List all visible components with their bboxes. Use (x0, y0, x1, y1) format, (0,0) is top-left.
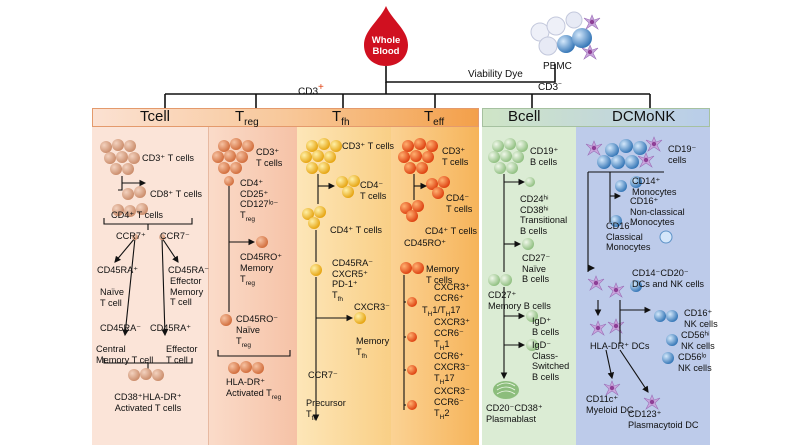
dcmonk-cd14neg-label: CD14⁻CD20⁻ DCs and NK cells (632, 268, 704, 289)
tcell-ccr7pos-label: CCR7⁺ (116, 231, 146, 241)
treg-phenotype-label: CD4⁺ CD25⁺ CD127ˡᵒ⁻ (240, 178, 279, 209)
dcmonk-cd16pos-label: CD16⁺ Non-classical Monocytes (630, 196, 685, 227)
tcell-cd3-cluster (100, 139, 140, 175)
treg-panel (209, 127, 297, 445)
tcell-central-marker: CD45RA⁻ (100, 323, 142, 333)
tcell-effmem-marker: CD45RA⁻ (168, 265, 210, 275)
tcell-central-name: Central Memory T cell (96, 344, 154, 365)
dcmonk-cd56hi-label: CD56ʰⁱ NK cells (681, 330, 715, 351)
header-tcell: Tcell (140, 108, 171, 125)
teff-cd4pos-label: CD4⁺ T cells (425, 226, 477, 236)
tfh-cd3-label: CD3⁺ T cells (342, 141, 394, 151)
tfh-ccr7-label: CCR7⁻ (308, 370, 338, 380)
tcell-effector-name: Effector T cell (166, 344, 198, 365)
teff-cd4neg-label: CD4⁻ T cells (446, 193, 473, 214)
teff-th1-17-markers: CXCR3⁺ CCR6⁺ (434, 282, 470, 303)
bcell-transitional-label: CD24ʰⁱ CD38ʰⁱ Transitional B cells (520, 194, 568, 236)
tcell-naive-marker: CD45RA⁺ (97, 265, 139, 275)
bcell-igd-neg-label: IgD⁻ Class- Switched B cells (532, 340, 570, 382)
tfh-memory-label: Memory (356, 336, 390, 346)
teff-th2-markers: CXCR3⁻ CCR6⁻ (434, 386, 470, 407)
pbmc-cells (530, 11, 601, 60)
bcell-memory-label: CD27⁺ Memory B cells (488, 290, 551, 311)
treg-phenotype-name: Treg (240, 210, 256, 223)
header-treg: Treg (235, 108, 259, 128)
teff-th17-name: TH17 (434, 373, 455, 386)
teff-th17-markers: CCR6⁺ CXCR3⁻ (434, 351, 470, 372)
tfh-phenotype-label: CD45RA⁻ CXCR5⁺ PD-1⁺ (332, 258, 374, 289)
dcmonk-cd16nk-label: CD16⁺ NK cells (684, 308, 718, 329)
treg-memory-label: CD45RO⁺ Memory (240, 252, 283, 273)
tfh-cd4pos-label: CD4⁺ T cells (330, 225, 382, 235)
header-bcell: Bcell (508, 108, 541, 125)
dcmonk-plasmacytoid-label: CD123⁺ Plasmacytoid DC (628, 409, 699, 430)
teff-th1-name: TH1 (434, 339, 450, 352)
tfh-precursor-label: Precursor (306, 398, 346, 408)
tfh-cxcr3-label: CXCR3⁻ (354, 302, 390, 312)
tcell-activated-label: CD38⁺HLA-DR⁺ Activated T cells (114, 392, 182, 413)
teff-cd3-label: CD3⁺ T cells (442, 146, 469, 167)
teff-th1-17-name: TH1/TH17 (422, 305, 461, 318)
tcell-cd3-label: CD3⁺ T cells (142, 153, 194, 163)
header-tfh: Tfh (332, 108, 350, 128)
dcmonk-cd19neg-label: CD19⁻ cells (668, 144, 697, 165)
dcmonk-cd56lo-label: CD56ˡᵒ NK cells (678, 352, 712, 373)
teff-th2-name: TH2 (434, 408, 450, 421)
dcmonk-cd16neg-label: CD16⁻ Classical Monocytes (606, 221, 651, 252)
tcell-effector-marker: CD45RA⁺ (150, 323, 192, 333)
header-dcmonk: DCMoNK (612, 108, 676, 125)
dcmonk-mixed-cluster (585, 136, 663, 169)
tfh-cd4neg-label: CD4⁻ T cells (360, 180, 387, 201)
bcell-igd-pos-label: IgD⁺ B cells (532, 316, 560, 337)
viability-dye-label: Viability Dye (468, 69, 523, 80)
bcell-naive-label: CD27⁻ Naïve B cells (522, 253, 551, 284)
tfh-memory-name: Tfh (356, 347, 368, 360)
pbmc-label: PBMC (543, 61, 572, 72)
header-teff: Teff (424, 108, 445, 128)
cd3-negative-label: CD3− (538, 80, 562, 93)
tcell-naive-name: Naïve T cell (100, 287, 125, 308)
tfh-phenotype-name: Tfh (332, 290, 344, 303)
cd3-positive-label: CD3+ (298, 82, 324, 98)
teff-memory-label: Memory T cells (426, 264, 460, 285)
whole-blood-drop (364, 6, 408, 66)
dcmonk-hladr-label: HLA-DR⁺ DCs (590, 341, 650, 351)
treg-naive-name: Treg (236, 336, 252, 349)
tcell-panel (92, 127, 209, 445)
dcmonk-myeloid-label: CD11c⁺ Myeloid DC (586, 394, 634, 415)
dcmonk-cd14pos-label: CD14⁺ Monocytes (632, 176, 677, 197)
tcell-cd4-label: CD4⁺ T cells (111, 210, 163, 220)
tcell-ccr7neg-label: CCR7⁻ (160, 231, 190, 241)
teff-th1-markers: CXCR3⁺ CCR6⁻ (434, 317, 470, 338)
treg-memory-name: Treg (240, 274, 256, 287)
header-bar-t (92, 108, 479, 127)
tcell-effmem-name: Effector Memory T cell (170, 276, 204, 307)
tcell-cd8-label: CD8⁺ T cells (150, 189, 202, 199)
teff-cd45ro-label: CD45RO⁺ (404, 238, 447, 248)
bcell-cd19-label: CD19⁺ B cells (530, 146, 559, 167)
treg-cd3-label: CD3⁺ T cells (256, 147, 283, 168)
treg-activated-label: HLA-DR⁺ Activated Treg (226, 377, 282, 401)
tfh-precursor-name: Tfh (306, 409, 318, 422)
whole-blood-label: Whole Blood (371, 35, 401, 57)
header-bar-b (482, 108, 710, 127)
treg-naive-label: CD45RO⁻ Naïve (236, 314, 279, 335)
bcell-plasmablast-label: CD20⁻CD38⁺ Plasmablast (486, 403, 543, 424)
